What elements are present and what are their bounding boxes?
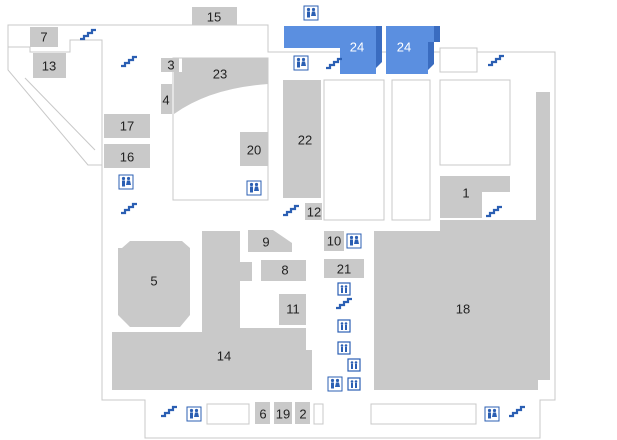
- unit-4-label: 4: [162, 93, 169, 108]
- empty-unit: [206, 403, 250, 425]
- escalator-icon[interactable]: [159, 405, 179, 418]
- unit-15-label: 15: [207, 10, 221, 25]
- escalator-icon[interactable]: [78, 28, 98, 41]
- unit-14-shape[interactable]: [112, 231, 312, 390]
- unit-24a-label: 24: [350, 40, 364, 55]
- empty-unit: [323, 79, 385, 221]
- unit-24-highlight-left[interactable]: [284, 26, 382, 74]
- unit-18-shape[interactable]: [374, 92, 550, 390]
- unit-13-shape[interactable]: [33, 53, 66, 78]
- empty-unit: [313, 403, 324, 425]
- unit-19-label: 19: [276, 407, 290, 422]
- empty-unit: [439, 79, 511, 166]
- unit-15-shape[interactable]: [192, 7, 237, 25]
- unit-11-shape[interactable]: [279, 294, 306, 325]
- empty-unit: [439, 47, 478, 73]
- unit-22-shape[interactable]: [283, 80, 321, 198]
- empty-unit: [370, 403, 477, 425]
- building-outline: [7, 24, 556, 439]
- unit-8-label: 8: [281, 263, 288, 278]
- unit-12-label: 12: [307, 205, 321, 220]
- unit-6-shape[interactable]: [255, 402, 270, 424]
- unit-13-label: 13: [42, 59, 56, 74]
- escalator-icon[interactable]: [486, 54, 506, 67]
- unit-12-shape[interactable]: [305, 203, 322, 220]
- restroom-icon[interactable]: [186, 406, 202, 422]
- escalator-icon[interactable]: [119, 55, 139, 68]
- escalator-icon[interactable]: [281, 204, 301, 217]
- unit-22-label: 22: [298, 133, 312, 148]
- unit-8-shape[interactable]: [261, 260, 306, 281]
- inner-wall-corridor: [24, 77, 96, 151]
- escalator-icon[interactable]: [334, 297, 354, 310]
- unit-17-shape[interactable]: [104, 114, 150, 138]
- unit-21-label: 21: [337, 262, 351, 277]
- restroom-icon[interactable]: [484, 406, 500, 422]
- unit-24b-label: 24: [397, 40, 411, 55]
- unit-16-shape[interactable]: [104, 144, 150, 168]
- restroom-icon[interactable]: [346, 233, 362, 249]
- empty-unit: [391, 79, 431, 221]
- unit-20-label: 20: [247, 143, 261, 158]
- unit-18-label: 18: [456, 302, 470, 317]
- unit-19-shape[interactable]: [274, 402, 292, 424]
- elevator-icon[interactable]: [347, 358, 361, 372]
- unit-2-shape[interactable]: [295, 402, 310, 424]
- restroom-icon[interactable]: [303, 5, 319, 21]
- unit-23-shape[interactable]: [174, 58, 268, 114]
- unit-21-shape[interactable]: [324, 259, 364, 278]
- unit-5-label: 5: [150, 274, 157, 289]
- unit-7-label: 7: [40, 30, 47, 45]
- unit-7-shape[interactable]: [30, 27, 58, 47]
- unit-1-shape[interactable]: [440, 176, 510, 218]
- unit-2-label: 2: [299, 407, 306, 422]
- escalator-icon[interactable]: [324, 57, 344, 70]
- unit-9-shape[interactable]: [248, 230, 292, 252]
- unit-14-label: 14: [217, 349, 231, 364]
- unit-4-shape[interactable]: [161, 84, 172, 114]
- escalator-icon[interactable]: [507, 405, 527, 418]
- unit-16-label: 16: [120, 150, 134, 165]
- unit-11-label: 11: [286, 302, 300, 317]
- escalator-icon[interactable]: [484, 205, 504, 218]
- elevator-icon[interactable]: [337, 282, 351, 296]
- unit-24-highlight-right[interactable]: [386, 26, 440, 74]
- elevator-icon[interactable]: [337, 341, 351, 355]
- unit-3-shape[interactable]: [161, 58, 179, 72]
- unit-6-label: 6: [259, 407, 266, 422]
- unit-5-shape[interactable]: [118, 241, 190, 327]
- escalator-icon[interactable]: [119, 202, 139, 215]
- restroom-icon[interactable]: [118, 174, 134, 190]
- unit-9-label: 9: [262, 235, 269, 250]
- unit-20-shape[interactable]: [240, 132, 268, 166]
- restroom-icon[interactable]: [327, 376, 343, 392]
- elevator-icon[interactable]: [337, 319, 351, 333]
- unit-10-label: 10: [327, 234, 341, 249]
- restroom-icon[interactable]: [293, 55, 309, 71]
- unit-3-label: 3: [167, 58, 174, 73]
- unit-10-shape[interactable]: [324, 231, 344, 251]
- unit-23-label: 23: [213, 67, 227, 82]
- elevator-icon[interactable]: [347, 377, 361, 391]
- unit-1-label: 1: [462, 186, 469, 201]
- unit-17-label: 17: [120, 119, 134, 134]
